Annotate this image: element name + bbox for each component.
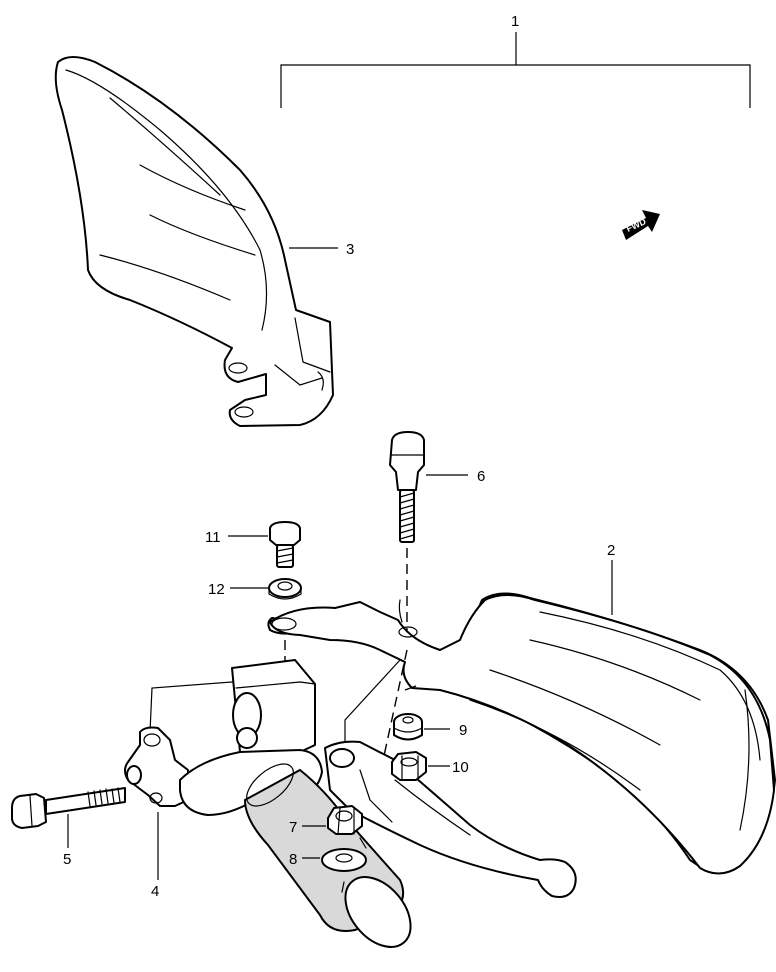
callout-10: 10	[452, 759, 469, 776]
lever-bracket	[124, 659, 316, 807]
bolt-side	[11, 787, 126, 829]
tick-7	[359, 837, 367, 849]
axis-line-6b	[381, 649, 408, 766]
callout-4: 4	[151, 883, 159, 900]
handlebar-grip	[179, 749, 412, 948]
callout-8: 8	[289, 851, 297, 868]
callout-5: 5	[63, 851, 71, 868]
callout-7: 7	[289, 819, 297, 836]
fwd-direction-arrow-icon: FWD	[622, 210, 660, 240]
hand-guard-upper	[54, 56, 334, 427]
callout-12: 12	[208, 581, 225, 598]
collar	[393, 713, 423, 741]
nut-lever-pivot	[327, 805, 363, 835]
callout-9: 9	[459, 722, 467, 739]
guide-line-b	[344, 659, 401, 745]
washer-upper	[268, 578, 302, 600]
bolt-short	[269, 521, 301, 568]
callout-6: 6	[477, 468, 485, 485]
nut-guard	[391, 751, 427, 781]
callout-3: 3	[346, 241, 354, 258]
callout-2: 2	[607, 542, 615, 559]
bolt-long	[389, 431, 425, 543]
hand-guard-lower	[267, 592, 776, 875]
guide-line-c	[404, 685, 417, 691]
assembly-bracket	[280, 32, 751, 108]
washer-lower	[321, 848, 367, 872]
callout-11: 11	[205, 529, 221, 546]
clutch-lever	[324, 740, 577, 898]
tick-8	[341, 881, 345, 893]
callout-1: 1	[511, 13, 519, 30]
